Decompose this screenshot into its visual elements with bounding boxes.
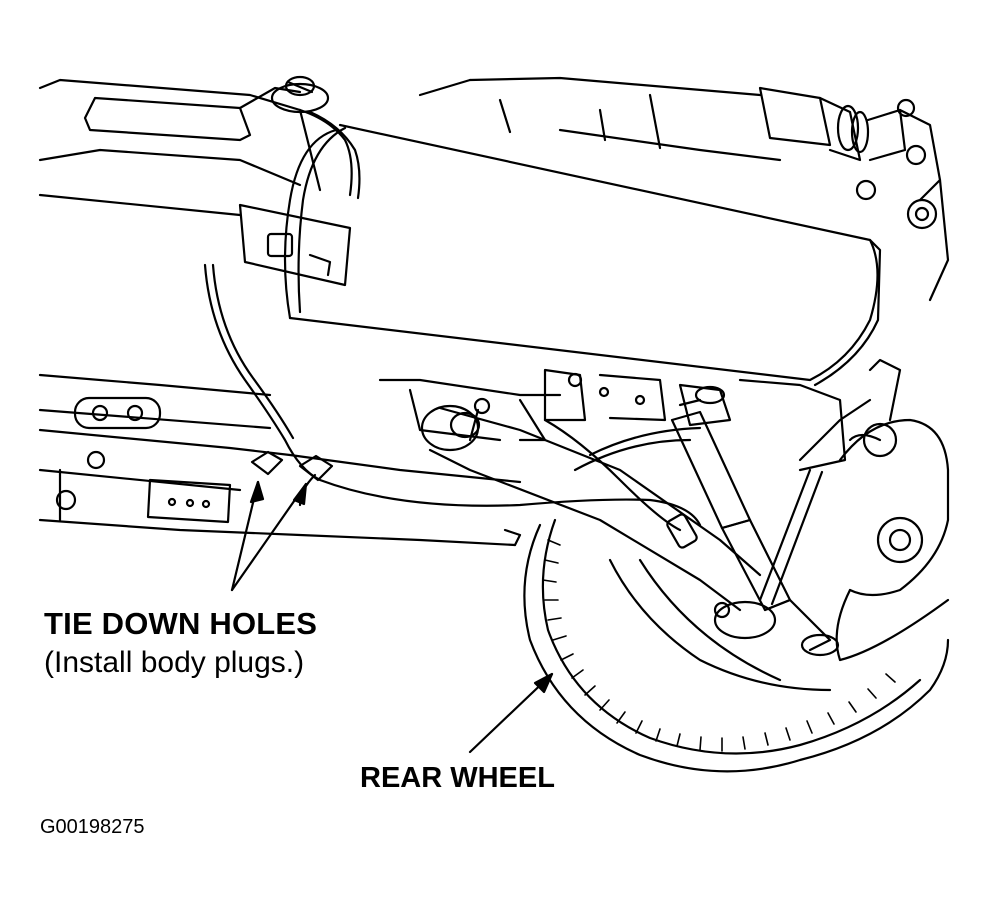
spring-mount: [520, 370, 845, 470]
tie-down-arrows: [232, 482, 306, 590]
knuckle-hub: [837, 420, 948, 660]
shock-absorber-top: [760, 88, 948, 300]
tie-down-holes-label: TIE DOWN HOLES: [44, 606, 318, 641]
trailing-arm: [380, 380, 775, 638]
stabilizer-link: [760, 360, 900, 604]
floor-pan: [40, 78, 780, 215]
rear-wheel-label: REAR WHEEL: [360, 762, 555, 794]
tie-down-holes: [252, 452, 332, 480]
brake-cable: [205, 265, 700, 549]
muffler: [240, 125, 880, 385]
figure-id: G00198275: [40, 816, 145, 838]
rear-wheel-arrow: [470, 674, 552, 752]
install-body-plugs-note: (Install body plugs.): [44, 646, 305, 679]
rear-wheel-tire: [524, 428, 948, 771]
side-sill: [40, 375, 520, 545]
shock-absorber: [672, 400, 838, 655]
exhaust-hanger: [272, 77, 359, 198]
